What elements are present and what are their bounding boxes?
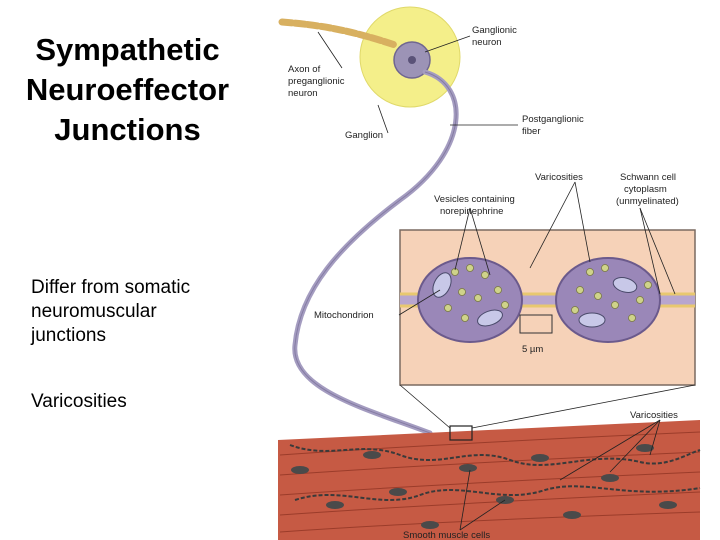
mitochondrion <box>612 277 638 293</box>
neuron-nucleus <box>408 56 416 64</box>
scale-box <box>519 314 553 334</box>
preganglionic-axon <box>278 18 399 49</box>
title-line: Sympathetic <box>35 32 220 67</box>
smooth-muscle-tissue <box>278 420 701 540</box>
title-line: Junctions <box>54 112 201 147</box>
label-vesicles: Vesicles containing norepinephrine <box>434 194 517 217</box>
label-mitochondrion: Mitochondrion <box>314 310 374 321</box>
mitochondrion <box>477 309 503 327</box>
label-ganglion: Ganglion <box>345 130 383 141</box>
label-postganglionic-fiber: Postganglionic fiber <box>522 114 586 137</box>
varicosity <box>555 257 661 343</box>
label-smooth-muscle: Smooth muscle cells <box>403 530 490 540</box>
bullet-list: Differ from somatic neuromuscular juncti… <box>31 276 251 456</box>
bullet-line: junctions <box>31 325 106 346</box>
label-scale: 5 µm <box>522 344 543 355</box>
bullet-line: Differ from somatic <box>31 277 191 298</box>
bullet-item: Differ from somatic neuromuscular juncti… <box>31 276 251 348</box>
label-schwann-cell: Schwann cell cytoplasm (unmyelinated) <box>616 172 679 207</box>
label-varicosities-top: Varicosities <box>535 172 583 183</box>
bullet-line: Varicosities <box>31 391 127 412</box>
bullet-line: neuromuscular <box>31 301 157 322</box>
vesicles <box>444 264 652 322</box>
label-preganglionic-axon: Axon of preganglionic neuron <box>288 64 347 99</box>
label-ganglionic-neuron: Ganglionic neuron <box>472 25 520 48</box>
bullet-item: Varicosities <box>31 390 251 414</box>
label-varicosities-bottom: Varicosities <box>630 410 678 421</box>
slide-title: Sympathetic Neuroeffector Junctions <box>0 30 255 150</box>
mitochondrion <box>578 312 606 328</box>
title-line: Neuroeffector <box>25 72 230 107</box>
